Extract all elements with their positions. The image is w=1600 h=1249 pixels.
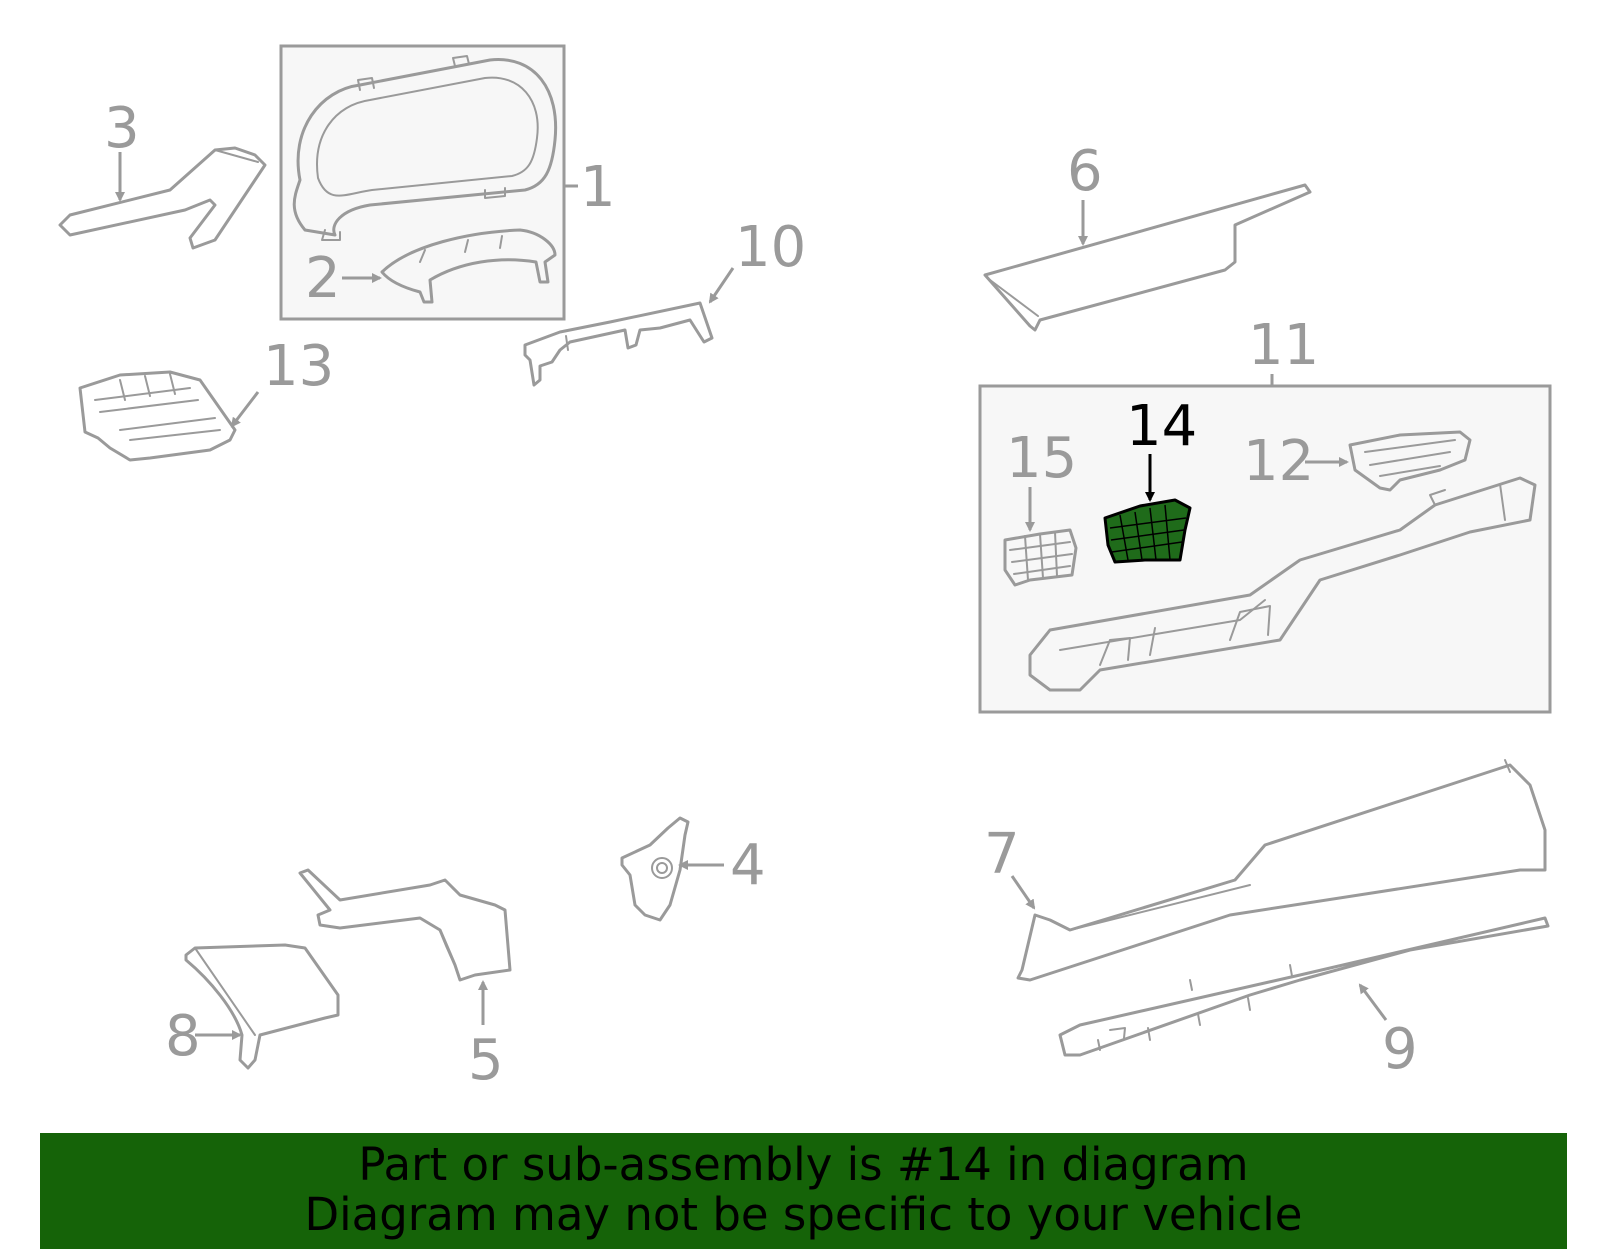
part-10-bracket <box>523 301 714 387</box>
callout-5: 5 <box>468 1028 504 1093</box>
part-12-vent <box>1348 430 1472 492</box>
callout-6: 6 <box>1067 139 1103 204</box>
part-1-cluster-housing <box>292 55 558 241</box>
callout-11: 11 <box>1248 313 1319 378</box>
part-3-trim-panel <box>58 146 267 250</box>
callout-10: 10 <box>735 215 806 280</box>
arrow-9 <box>1358 983 1388 1021</box>
callout-9: 9 <box>1382 1017 1418 1082</box>
callout-8: 8 <box>165 1004 201 1069</box>
arrow-13 <box>230 391 260 428</box>
part-4-small-bracket <box>620 816 690 922</box>
callout-2: 2 <box>305 246 341 311</box>
part-15-grille <box>1003 528 1078 587</box>
part-6-upper-trim <box>983 183 1312 332</box>
banner-line-1: Part or sub-assembly is #14 in diagram <box>358 1138 1249 1191</box>
callout-15: 15 <box>1006 426 1077 491</box>
callout-3: 3 <box>104 96 140 161</box>
part-14-highlighted-vent <box>1103 498 1192 564</box>
callout-7: 7 <box>984 822 1020 887</box>
part-2-cluster-bracket <box>380 228 557 304</box>
cluster-group-box <box>279 44 566 321</box>
banner-line-2: Diagram may not be specific to your vehi… <box>304 1188 1303 1241</box>
callout-12: 12 <box>1243 429 1314 494</box>
callout-13: 13 <box>263 334 334 399</box>
arrow-10 <box>708 267 735 304</box>
part-13-vent-housing <box>78 370 237 462</box>
callout-1: 1 <box>580 155 616 220</box>
arrow-7 <box>1010 875 1036 910</box>
part-5-lower-panel <box>298 868 512 982</box>
part-9-molding <box>1058 916 1550 1057</box>
callout-14: 14 <box>1126 394 1197 459</box>
part-8-end-cap <box>184 943 340 1070</box>
part-7-lower-trim <box>1016 759 1547 982</box>
part-11-dash-panel <box>1028 476 1537 692</box>
callout-4: 4 <box>730 833 766 898</box>
info-banner: Part or sub-assembly is #14 in diagram D… <box>40 1133 1567 1249</box>
